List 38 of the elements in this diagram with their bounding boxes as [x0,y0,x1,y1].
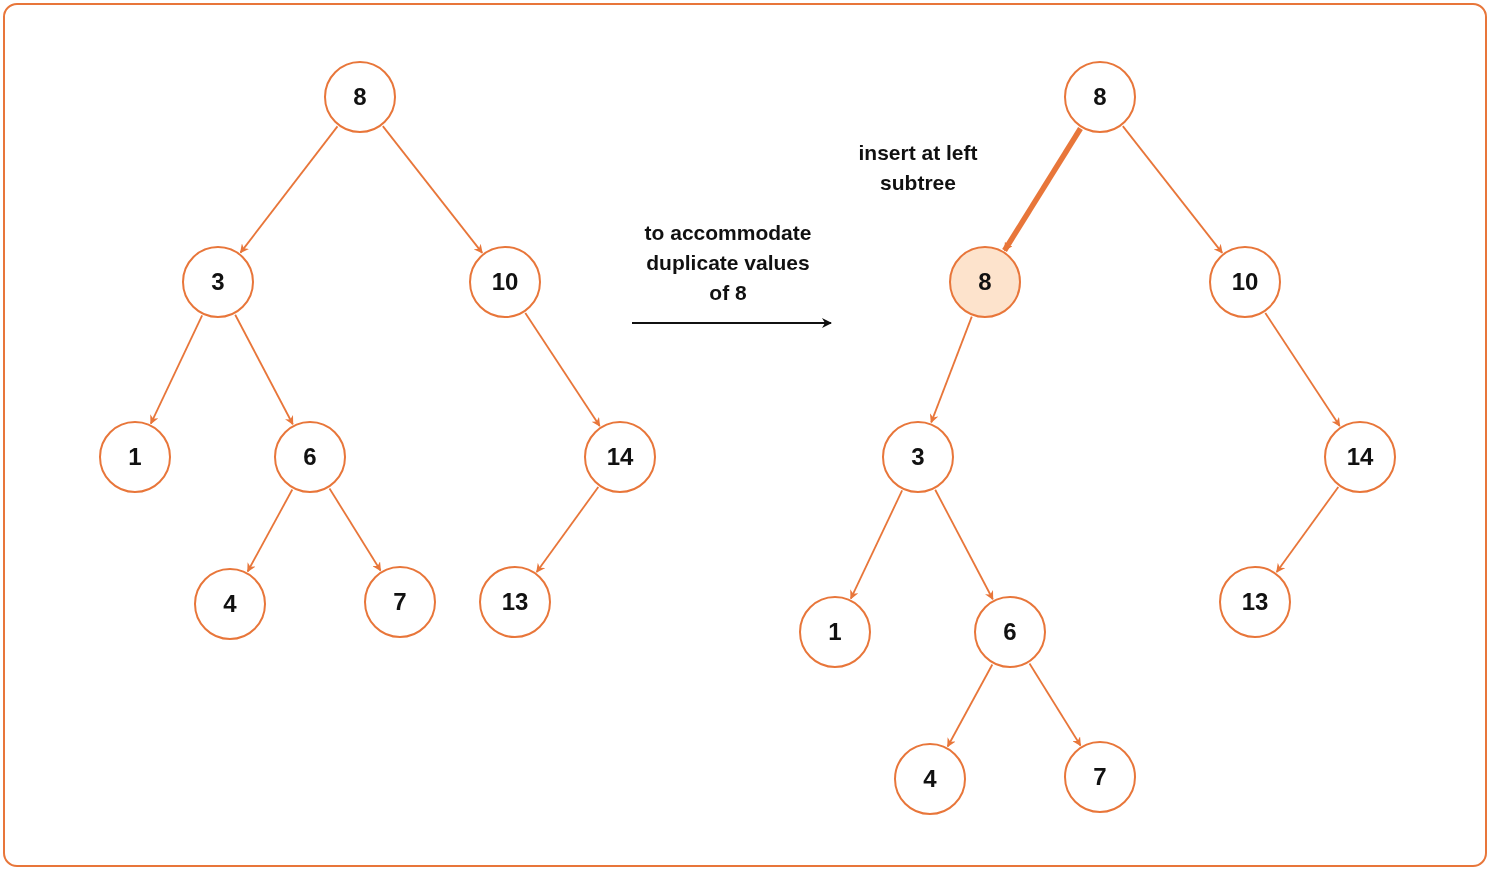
node-value: 8 [978,270,992,294]
node-value: 3 [211,270,225,294]
arrow [328,487,382,572]
node-value: 8 [353,85,367,109]
arrow [246,488,294,573]
arrow [234,313,294,426]
arrow [1275,486,1340,573]
node-value: 7 [1093,765,1107,789]
arrow [849,489,904,600]
arrow [934,488,994,601]
node-value: 3 [911,445,925,469]
node-value: 4 [223,592,237,616]
node-value: 6 [1003,620,1017,644]
node-value: 7 [393,590,407,614]
node-value: 13 [501,590,529,614]
arrow [1264,312,1341,427]
node-value: 6 [303,445,317,469]
node-value: 1 [128,445,142,469]
node-value: 1 [828,620,842,644]
node-value: 10 [1231,270,1259,294]
arrow [149,314,204,425]
arrow [946,663,994,748]
node-value: 8 [1093,85,1107,109]
annotation-text: insert at left subtree [857,140,979,196]
node-value: 14 [606,445,634,469]
node-value: 13 [1241,590,1269,614]
arrow [535,486,600,573]
arrow [239,125,339,254]
node-value: 10 [491,270,519,294]
arrow [381,125,484,254]
arrow [1002,126,1083,253]
arrow [929,315,973,424]
arrow [524,312,601,427]
node-value: 14 [1346,445,1374,469]
arrow [1028,662,1082,747]
arrow [1121,125,1224,254]
node-value: 4 [923,767,937,791]
annotation-text: to accommodate duplicate values of 8 [643,220,813,306]
